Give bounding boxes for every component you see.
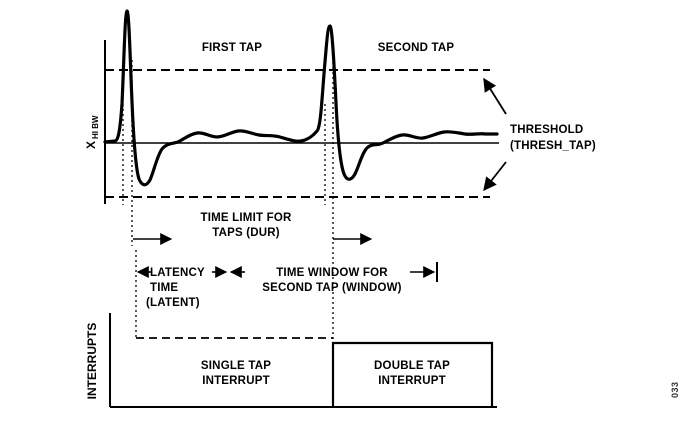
- latency-label-line3: (LATENT): [146, 297, 200, 309]
- double-tap-interrupt-label-line2: INTERRUPT: [378, 375, 446, 387]
- single-tap-interrupt-label-line2: INTERRUPT: [202, 375, 270, 387]
- window-label-line2: SECOND TAP (WINDOW): [262, 282, 401, 294]
- single-tap-interrupt-label-line1: SINGLE TAP: [201, 360, 271, 372]
- acceleration-waveform: [103, 9, 499, 187]
- threshold-upper-arrow: [483, 77, 507, 115]
- interrupts-axis-label-group: INTERRUPTS: [85, 323, 99, 400]
- double-tap-interrupt-label-line1: DOUBLE TAP: [374, 360, 450, 372]
- latency-label-line1: LATENCY: [150, 267, 205, 279]
- y-axis-symbol-label: X: [84, 141, 98, 149]
- y-axis-subscript-label: HI BW: [91, 115, 100, 139]
- latency-label-line2: TIME: [150, 282, 178, 294]
- threshold-label-line2: (THRESH_TAP): [510, 140, 596, 152]
- first-tap-label: FIRST TAP: [202, 42, 262, 54]
- dur-label-line1: TIME LIMIT FOR: [201, 212, 292, 224]
- threshold-lower-arrow: [483, 161, 507, 192]
- threshold-label-line1: THRESHOLD: [510, 124, 583, 136]
- double-tap-pulse: [331, 341, 494, 406]
- interrupts-axis-label: INTERRUPTS: [85, 323, 99, 400]
- figure-number-label: 033: [670, 381, 680, 398]
- tap-boundary-dotted-lines: [122, 60, 334, 341]
- dur-label-line2: TAPS (DUR): [212, 227, 280, 239]
- second-tap-label: SECOND TAP: [378, 42, 455, 54]
- window-label-line1: TIME WINDOW FOR: [276, 267, 388, 279]
- y-axis-label-group: X HI BW: [84, 115, 100, 149]
- figure-number-group: 033: [670, 381, 680, 398]
